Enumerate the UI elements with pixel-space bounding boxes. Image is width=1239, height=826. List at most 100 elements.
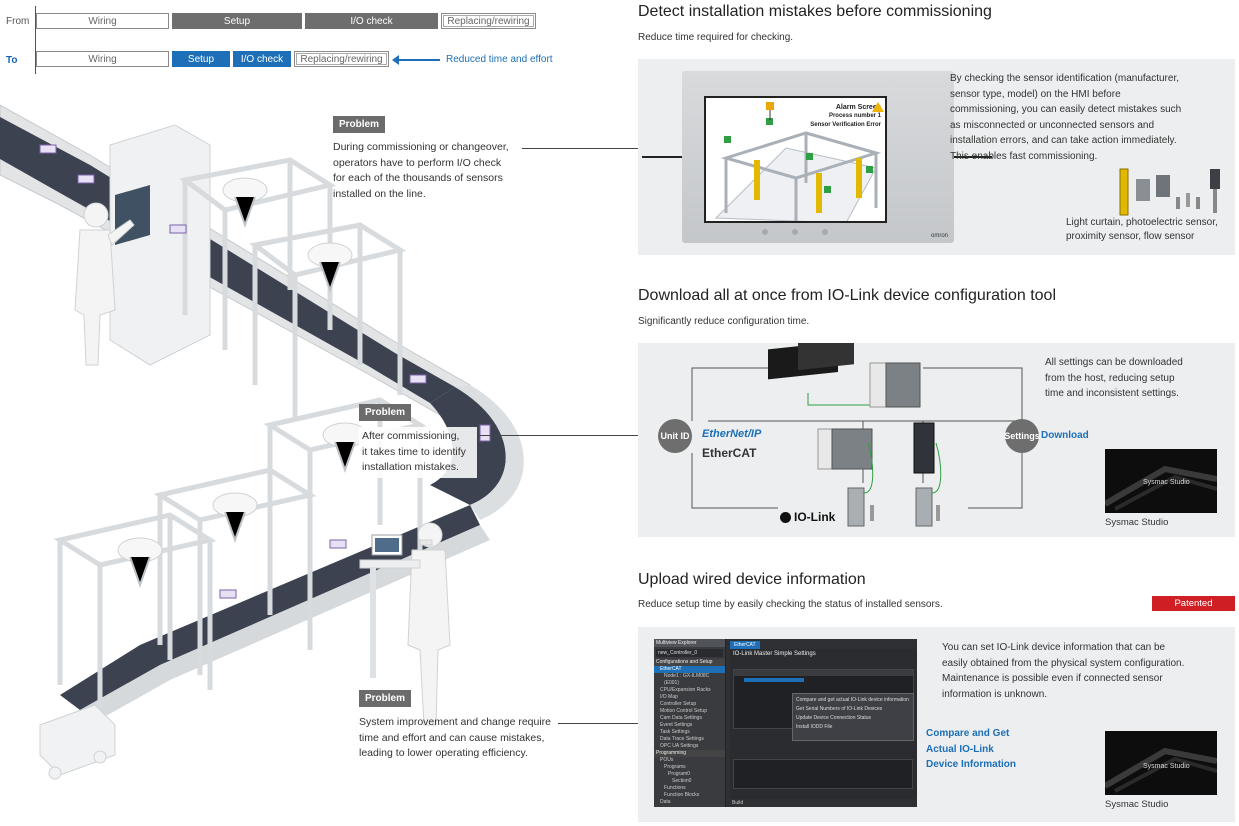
sensor-caption-line-2: proximity sensor, flow sensor (1066, 231, 1195, 242)
section1-subtitle: Reduce time required for checking. (638, 32, 794, 43)
sw-explorer-pane: Multiview Explorer new_Controller_0 Conf… (654, 639, 726, 807)
section2-body: All settings can be downloaded from the … (1045, 355, 1203, 402)
ethercat-logo: EtherCAT (702, 446, 757, 460)
section2-title: Download all at once from IO-Link device… (638, 287, 1056, 304)
reduction-arrow-icon (392, 55, 440, 65)
section2-body-line-3: time and inconsistent settings. (1045, 388, 1179, 399)
problem-2-line-3: installation mistakes. (362, 461, 459, 473)
sw-tree-item[interactable]: Function Blocks (664, 792, 700, 798)
factory-line-illustration (0, 104, 524, 780)
leader-line-2 (477, 435, 638, 436)
sw-build-tab[interactable]: Build (732, 800, 744, 806)
timeline-from-label: From (6, 16, 30, 27)
hmi-button-icon (762, 229, 768, 235)
sw-controller-select[interactable]: new_Controller_0 (656, 649, 723, 657)
unit-id-node: Unit ID (658, 419, 692, 453)
sw-menu-item-serial[interactable]: Get Serial Numbers of IO-Link Devices (796, 706, 883, 712)
section3-title: Upload wired device information (638, 571, 866, 588)
section2-subtitle: Significantly reduce configuration time. (638, 316, 810, 327)
problem-2-line-2: it takes time to identify (362, 445, 466, 458)
to-step-wiring: Wiring (36, 51, 169, 67)
problem-tag-3: Problem (359, 690, 412, 707)
sw-ethercat-tab[interactable]: EtherCAT (730, 641, 760, 649)
section1-body-line-6: This enables fast commissioning. (950, 150, 1098, 162)
problem-text-1: During commissioning or changeover, oper… (333, 140, 509, 202)
hmi-buttons (762, 229, 828, 235)
sensor-products-graphic (1119, 168, 1220, 216)
hmi-button-icon (792, 229, 798, 235)
sw-tree-item[interactable]: Data Trace Settings (660, 736, 704, 742)
hmi-alarm-text: Alarm Screen Process number 1 Sensor Ver… (810, 103, 881, 130)
compare-line-3: Device Information (926, 759, 1017, 770)
section1-body-line-3: commissioning, you can easily detect mis… (950, 104, 1182, 115)
section3-body-line-4: information is unknown. (942, 688, 1048, 700)
sw-menu-item-iodd[interactable]: Install IODD File (796, 724, 833, 730)
timeline-axis (35, 6, 36, 74)
problem-1-line-2: operators have to perform I/O check (333, 156, 502, 169)
ethernetip-logo: EtherNet/IP (702, 428, 762, 440)
patented-badge: Patented (1152, 596, 1235, 611)
sw-tree-item[interactable]: OPC UA Settings (660, 743, 699, 749)
sw-explorer-title: Multiview Explorer (654, 639, 725, 647)
sw-tree-item-selected[interactable]: EtherCAT (654, 666, 725, 673)
section1-body-line-2: sensor type, model) on the HMI before (950, 88, 1121, 100)
sw-tree-item[interactable]: Program0 (668, 771, 690, 777)
problem-3-line-2: time and effort and can cause mistakes, (359, 731, 545, 744)
from-step-setup: Setup (172, 13, 302, 29)
hmi-machine-graphic (714, 102, 882, 221)
sysmac-studio-thumb-label: Sysmac Studio (1143, 479, 1190, 486)
sw-tree-item[interactable]: Task Settings (660, 729, 690, 735)
sysmac-studio-thumb-label-2: Sysmac Studio (1143, 763, 1190, 770)
sysmac-studio-thumbnail-2: Sysmac Studio (1105, 731, 1217, 795)
sw-tree-item[interactable]: Event Settings (660, 722, 693, 728)
sw-tree-item[interactable]: I/O Map (660, 694, 678, 700)
from-step-wiring: Wiring (36, 13, 169, 29)
sw-options-box (733, 759, 913, 789)
section1-body-line-1: By checking the sensor identification (m… (950, 73, 1180, 84)
sw-tree-item[interactable]: CPU/Expansion Racks (660, 687, 711, 693)
sw-menu-item-update[interactable]: Update Device Connection Status (796, 715, 872, 721)
iolink-logo-icon (780, 511, 791, 523)
problem-tag-1: Problem (333, 116, 386, 133)
sw-tree-item[interactable]: Configurations and Setup (654, 659, 725, 666)
to-step-replacing: Replacing/rewiring (294, 51, 389, 67)
section3-body-line-1: You can set IO-Link device information t… (942, 642, 1166, 653)
sw-tree-item[interactable]: Motion Control Setup (660, 708, 707, 714)
timeline-to-label: To (6, 55, 18, 66)
sw-table-selected-row (744, 678, 804, 682)
sw-menu-item-compare[interactable]: Compare and get actual IO-Link device in… (796, 697, 909, 703)
sw-main-pane: IO-Link Master Simple Settings Compare a… (730, 649, 917, 799)
sw-tree-item[interactable]: POUs (660, 757, 674, 763)
hmi-brand: omron (930, 233, 948, 239)
reduced-time-label: Reduced time and effort (446, 54, 553, 65)
hmi-screen: Alarm Screen Process number 1 Sensor Ver… (704, 96, 887, 223)
sw-tree-item[interactable]: Cam Data Settings (660, 715, 702, 721)
problem-tag-2: Problem (359, 404, 412, 421)
leader-line-1 (522, 148, 638, 149)
warning-icon (872, 102, 884, 112)
sw-tree-item[interactable]: Section0 (672, 778, 692, 784)
section1-body: By checking the sensor identification (m… (950, 71, 1225, 164)
section1-body-line-4: as misconnected or unconnected sensors a… (950, 119, 1155, 131)
problem-1-line-1: During commissioning or changeover, (333, 141, 509, 153)
sw-table-header (734, 670, 913, 676)
section3-subtitle: Reduce setup time by easily checking the… (638, 599, 943, 610)
sw-panel-title: IO-Link Master Simple Settings (733, 651, 816, 657)
hmi-button-icon (822, 229, 828, 235)
sw-tree-item[interactable]: Functions (664, 785, 686, 791)
section3-body-line-2: easily obtained from the physical system… (942, 657, 1185, 669)
sw-tree-item[interactable]: Programming (654, 750, 725, 757)
sw-context-menu: Compare and get actual IO-Link device in… (792, 693, 914, 741)
sw-tree-item[interactable]: Node1 : GX-ILM08C (E001) (664, 673, 710, 686)
iolink-logo: IO-Link (780, 510, 835, 524)
sysmac-software-screenshot: Multiview Explorer new_Controller_0 Conf… (654, 639, 917, 807)
sw-tree-item[interactable]: Data (660, 799, 671, 805)
download-label: Download (1041, 430, 1089, 441)
compare-line-2: Actual IO-Link (926, 743, 994, 755)
problem-text-3: System improvement and change require ti… (359, 715, 551, 762)
sysmac-studio-splash-graphic (1105, 465, 1217, 511)
sw-tree-item[interactable]: Controller Setup (660, 701, 697, 707)
section1-body-line-5: installation errors, and can take action… (950, 135, 1177, 146)
compare-get-label: Compare and Get Actual IO-Link Device In… (926, 726, 1016, 773)
sw-tree-item[interactable]: Programs (664, 764, 686, 770)
